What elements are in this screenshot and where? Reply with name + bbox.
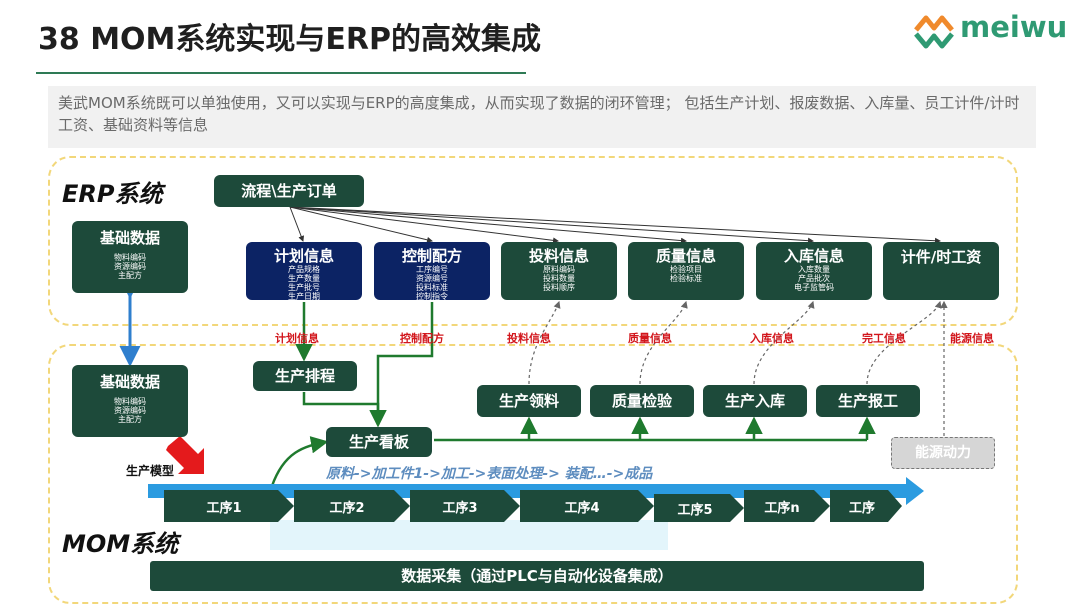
- kanban-label: 生产看板: [348, 433, 409, 451]
- task-work-report: 生产报工: [816, 385, 920, 417]
- production-model-label: 生产模型: [126, 464, 175, 478]
- erp-base-data-sub-0: 物料编码: [114, 253, 146, 262]
- step-shape-last: [830, 490, 902, 522]
- step-shape-1: [164, 490, 294, 522]
- kanban-box: 生产看板: [326, 427, 432, 457]
- energy-box: 能源动力: [891, 437, 995, 469]
- mom-base-data-title: 基础数据: [99, 373, 160, 391]
- module-sub-item: 检验项目: [670, 265, 702, 274]
- module-sub-item: 生产批号: [288, 283, 320, 292]
- mom-base-data-box: 基础数据 物料编码 资源编码 主配方: [72, 365, 188, 437]
- link-label-recipe: 控制配方: [400, 332, 444, 345]
- task-material-requisition: 生产领料: [477, 385, 581, 417]
- erp-base-data-title: 基础数据: [99, 229, 160, 247]
- module-sub-item: 工序编号: [416, 265, 448, 274]
- task-quality-inspection: 质量检验: [590, 385, 694, 417]
- module-title: 计件/时工资: [900, 248, 982, 266]
- step-shape-n: [744, 490, 830, 522]
- mom-base-data-sub-1: 资源编码: [114, 406, 146, 415]
- step-label-n: 工序n: [764, 501, 800, 516]
- step-label-last: 工序: [848, 501, 875, 516]
- intro-panel: [48, 86, 1036, 148]
- production-order-box: 流程\生产订单: [214, 175, 364, 207]
- title-underline: [36, 72, 526, 74]
- erp-module-wage: 计件/时工资: [883, 242, 999, 300]
- task-label: 生产入库: [724, 392, 785, 410]
- module-sub-item: 入库数量: [798, 265, 830, 274]
- step-label-4: 工序4: [564, 501, 600, 516]
- step-label-3: 工序3: [442, 501, 478, 516]
- erp-module-plan: 计划信息 产品规格 生产数量 生产批号 生产日期: [246, 242, 362, 301]
- module-sub-item: 电子监管码: [794, 283, 834, 292]
- intro-text: 美武MOM系统既可以单独使用，又可以实现与ERP的高度集成，从而实现了数据的闭环…: [58, 94, 1020, 134]
- erp-module-recipe: 控制配方 工序编号 资源编号 投料标准 控制指令: [374, 242, 490, 301]
- mom-base-data-sub-2: 主配方: [118, 415, 142, 424]
- erp-region: [48, 156, 1018, 326]
- erp-base-data-box: 基础数据 物料编码 资源编码 主配方: [72, 221, 188, 293]
- task-label: 生产领料: [498, 392, 559, 410]
- link-label-quality: 质量信息: [628, 332, 672, 345]
- step-shape-2: [294, 490, 410, 522]
- meiwu-logo-icon: [914, 15, 954, 49]
- module-title: 计划信息: [273, 247, 334, 265]
- mom-base-data-sub-0: 物料编码: [114, 397, 146, 406]
- erp-base-data-sub-2: 主配方: [118, 271, 142, 280]
- logo-text: meiwu: [960, 10, 1068, 44]
- data-collection-bar: 数据采集（通过PLC与自动化设备集成）: [150, 561, 924, 591]
- module-sub-item: 检验标准: [670, 274, 702, 283]
- step-shape-3: [410, 490, 520, 522]
- module-title: 投料信息: [528, 247, 589, 265]
- erp-base-data-sub-1: 资源编码: [114, 262, 146, 271]
- module-sub-item: 产品规格: [288, 265, 320, 274]
- erp-module-quality: 质量信息 检验项目 检验标准: [628, 242, 744, 300]
- mom-region: [48, 344, 1018, 604]
- step-shape-4: [520, 490, 654, 522]
- data-collection-label: 数据采集（通过PLC与自动化设备集成）: [401, 567, 673, 585]
- link-label-completion: 完工信息: [862, 332, 906, 345]
- erp-label: ERP系统: [62, 180, 163, 208]
- step-label-1: 工序1: [206, 501, 242, 516]
- module-sub-item: 生产数量: [288, 274, 320, 283]
- step-label-2: 工序2: [329, 501, 365, 516]
- page-title: 38 MOM系统实现与ERP的高效集成: [38, 22, 541, 57]
- module-sub-item: 生产日期: [288, 292, 320, 301]
- module-sub-item: 控制指令: [416, 292, 448, 301]
- link-label-warehouse: 入库信息: [750, 332, 794, 345]
- step-shape-5: [654, 494, 744, 522]
- erp-module-warehouse: 入库信息 入库数量 产品批次 电子监管码: [756, 242, 872, 300]
- production-order-label: 流程\生产订单: [241, 182, 337, 200]
- module-sub-item: 产品批次: [798, 274, 830, 283]
- module-title: 质量信息: [655, 247, 716, 265]
- link-label-plan: 计划信息: [275, 332, 319, 345]
- task-label: 生产报工: [837, 392, 898, 410]
- module-title: 控制配方: [401, 247, 462, 265]
- schedule-label: 生产排程: [274, 367, 335, 385]
- module-sub-item: 投料标准: [416, 283, 448, 292]
- erp-module-material: 投料信息 原料编码 投料数量 投料顺序: [501, 242, 617, 300]
- module-sub-item: 投料顺序: [543, 283, 575, 292]
- task-label: 质量检验: [611, 392, 672, 410]
- task-warehouse-in: 生产入库: [703, 385, 807, 417]
- schedule-box: 生产排程: [253, 361, 357, 391]
- link-label-energy: 能源信息: [950, 332, 994, 345]
- module-sub-item: 原料编码: [543, 265, 575, 274]
- module-sub-item: 资源编号: [416, 274, 448, 283]
- module-title: 入库信息: [783, 247, 844, 265]
- mom-label: MOM系统: [62, 530, 179, 558]
- link-label-material: 投料信息: [507, 332, 551, 345]
- module-sub-item: 投料数量: [543, 274, 575, 283]
- material-flow-text: 原料->加工件1->加工->表面处理-> 装配…->成品: [326, 466, 653, 482]
- step-label-5: 工序5: [677, 503, 713, 518]
